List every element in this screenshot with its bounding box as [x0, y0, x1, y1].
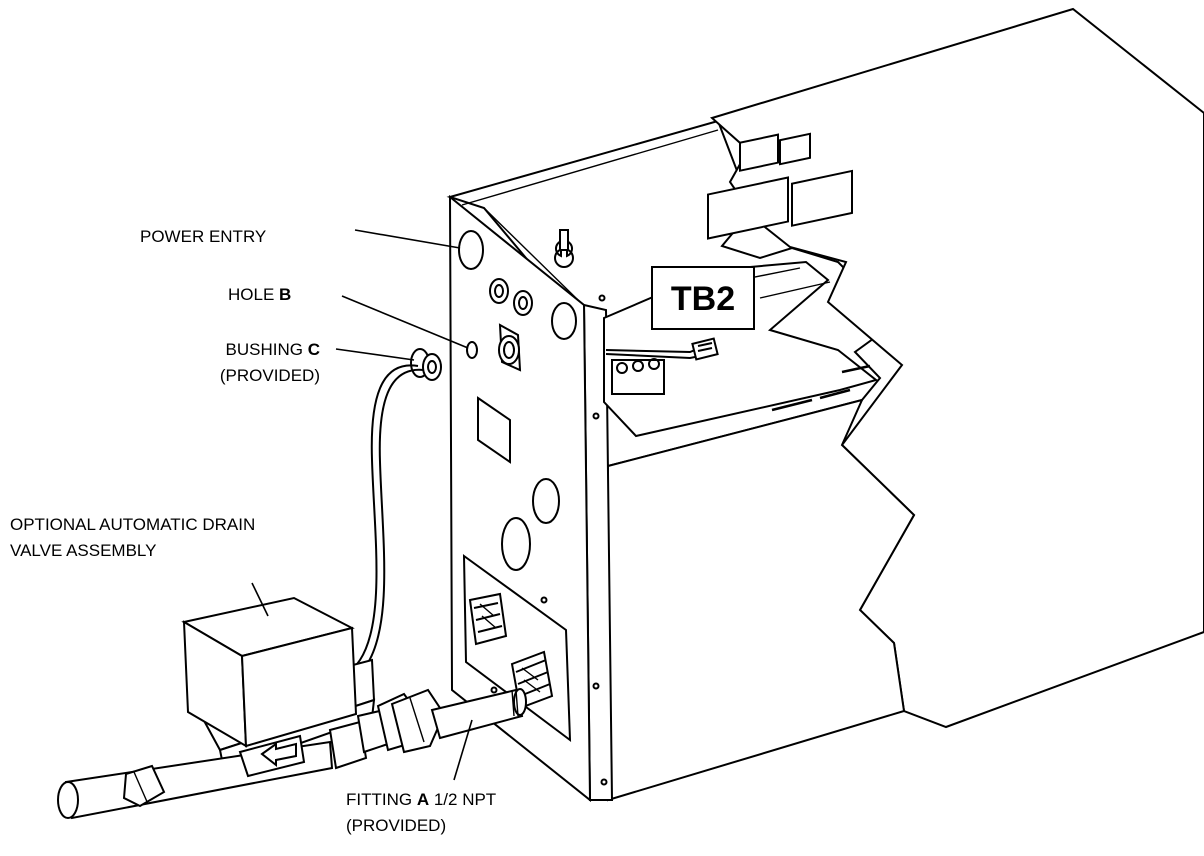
fitting-a-pipe [430, 688, 524, 740]
panel-fitting [498, 323, 522, 372]
board-trace [841, 364, 871, 374]
drain-valve-label-line1: OPTIONAL AUTOMATIC DRAIN [10, 515, 255, 534]
tb2-label: TB2 [651, 266, 755, 330]
knockout-hole [501, 517, 531, 571]
left-arrow-icon [260, 742, 297, 768]
hole-b [466, 341, 478, 359]
cabinet-front-face [448, 194, 592, 803]
fitting-a-note: (PROVIDED) [346, 816, 446, 835]
board-terminal [648, 358, 660, 370]
fitting-a-thread-lines [511, 689, 519, 717]
tb2-connector [605, 337, 719, 361]
board-trace [771, 398, 813, 412]
actuator-side [240, 626, 358, 748]
plate-screw [490, 686, 498, 694]
rectangular-cutout [477, 396, 511, 464]
hole-b-label: HOLE B [228, 285, 291, 304]
fitting-a-label: FITTING A 1/2 NPT [346, 790, 496, 809]
knockout-hole [551, 302, 577, 340]
pipe-end [57, 781, 79, 819]
hole-b-leader [341, 295, 469, 349]
board-terminal [616, 362, 628, 374]
relay [779, 132, 811, 166]
coupling [328, 720, 368, 770]
terminal-block [468, 592, 508, 646]
knockout-hole [532, 478, 560, 524]
board-terminal [632, 360, 644, 372]
keyhole-icon [554, 229, 574, 268]
board-trace [819, 388, 851, 400]
callout-labels: POWER ENTRY HOLE B BUSHING C (PROVIDED) … [10, 227, 496, 835]
drain-valve-label-line2: VALVE ASSEMBLY [10, 541, 156, 560]
hex-nut [122, 764, 166, 808]
power-entry-hole [458, 230, 484, 270]
tb2-label-box [651, 266, 755, 330]
edge-screw [598, 294, 606, 302]
bushing-c-leader [335, 348, 415, 361]
cabinet [446, 7, 1204, 803]
edge-screw [592, 412, 600, 420]
locknut [513, 290, 533, 316]
leader-lines [251, 229, 473, 781]
top-flange [461, 129, 719, 206]
tb2-label-text: TB2 [671, 280, 735, 318]
top-flange-inner [483, 207, 579, 301]
board-trace [759, 281, 831, 299]
relay [707, 176, 789, 240]
power-entry-leader [354, 229, 461, 249]
locknut [489, 278, 509, 304]
fitting-a-leader [453, 719, 473, 781]
edge-screw [600, 778, 608, 786]
drain-valve-assembly [57, 596, 527, 820]
edge-screw [592, 682, 600, 690]
bushing-c-note: (PROVIDED) [220, 366, 320, 385]
bushing-c-label: BUSHING C [226, 340, 320, 359]
hex-nut-face [133, 771, 149, 805]
board-terminal-strip [611, 359, 665, 395]
relay [739, 133, 779, 172]
cabinet-side-panel [607, 398, 916, 802]
hex-nut-face [409, 697, 425, 743]
plate-screw [540, 596, 548, 604]
access-plate [462, 554, 572, 743]
drain-valve-leader [251, 582, 269, 617]
power-entry-label: POWER ENTRY [140, 227, 266, 246]
bushing-c [410, 348, 442, 381]
tb2-plug-pins [697, 342, 713, 352]
relay [791, 169, 853, 227]
